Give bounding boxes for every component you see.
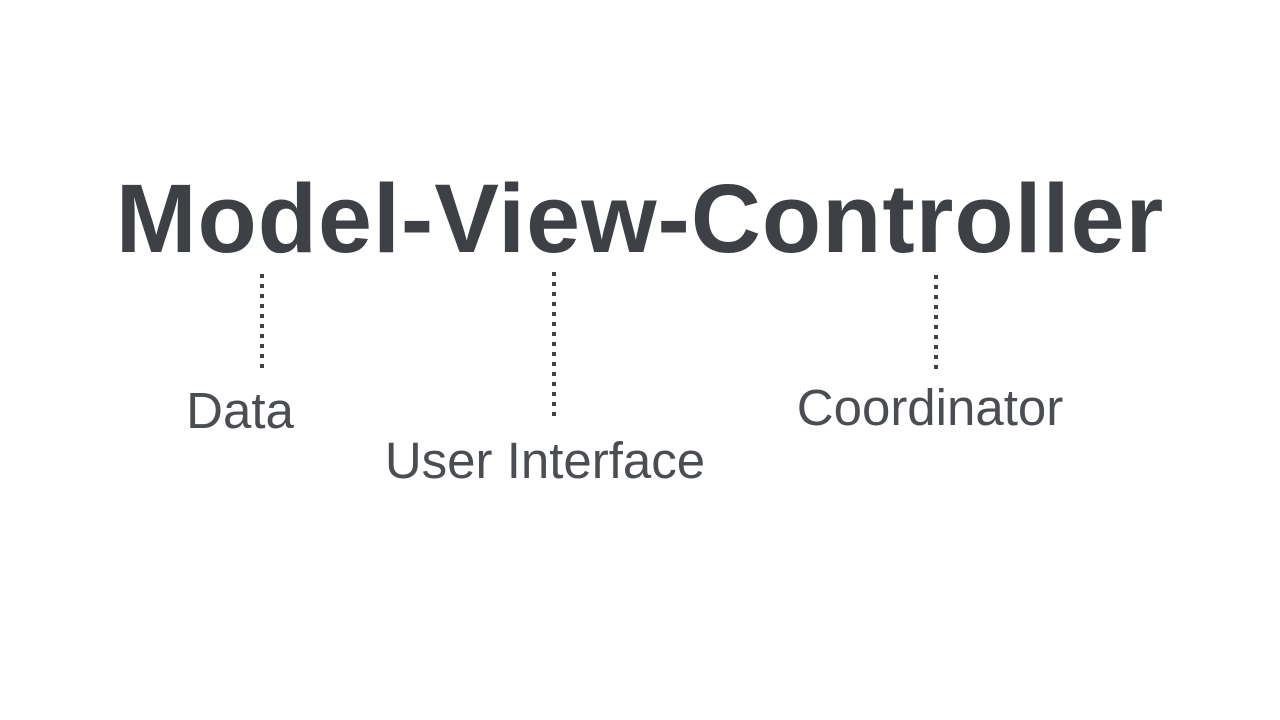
label-controller-coordinator: Coordinator [796, 379, 1064, 436]
label-view-user-interface: User Interface [384, 432, 706, 489]
page-title: Model-View-Controller [115, 164, 1165, 273]
dotted-connector-model [260, 274, 264, 370]
dotted-connector-controller [934, 275, 938, 371]
dotted-connector-view [552, 272, 556, 418]
label-model-data: Data [186, 382, 294, 439]
